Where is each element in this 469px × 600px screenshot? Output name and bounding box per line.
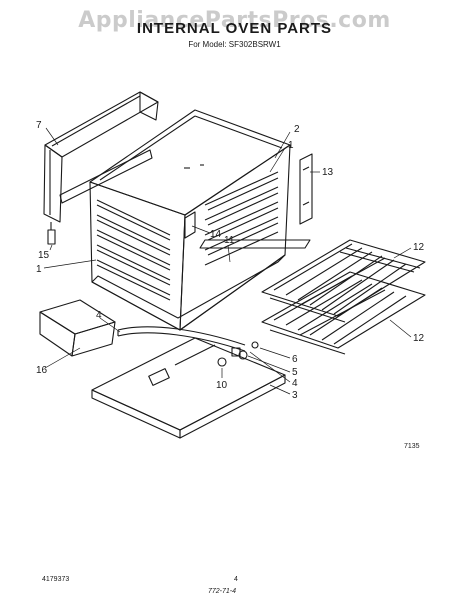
door-panel-part — [43, 91, 159, 223]
front-panel-16-part — [39, 299, 116, 357]
callout-6: 6 — [292, 354, 298, 365]
callout-5: 5 — [292, 367, 298, 378]
callout-1-left: 1 — [36, 264, 42, 275]
callout-4-upper: 4 — [96, 310, 102, 321]
callout-13: 13 — [322, 167, 334, 178]
callout-1-top: 1 — [288, 140, 294, 151]
nut-5-part — [238, 350, 248, 360]
bake-element-part — [117, 326, 246, 352]
clip-15-part — [47, 229, 56, 245]
callout-16: 16 — [36, 365, 48, 376]
bottom-tray-part — [91, 337, 286, 439]
bracket-part — [231, 347, 241, 357]
callout-11: 11 — [224, 235, 235, 246]
watermark: AppliancePartsPros.com — [78, 8, 391, 33]
oven-liner-part — [89, 109, 291, 331]
callout-2: 2 — [294, 124, 300, 135]
callout-12-lower: 12 — [413, 333, 425, 344]
callout-4-lower: 4 — [292, 378, 298, 389]
footer-page-number: 4 — [234, 576, 238, 583]
model-subtitle: For Model: SF302BSRW1 — [188, 40, 281, 49]
callout-12-upper: 12 — [413, 242, 425, 253]
callout-15: 15 — [38, 250, 50, 261]
callout-3: 3 — [292, 390, 298, 401]
screw-6-part — [251, 341, 259, 349]
figure-code: 7135 — [404, 443, 420, 450]
callout-7: 7 — [36, 120, 42, 131]
bracket-13-part — [299, 153, 313, 225]
page-title: INTERNAL OVEN PARTS — [136, 20, 333, 37]
footer-code: 772-71-4 — [208, 588, 237, 595]
callout-14: 14 — [210, 229, 222, 240]
clip-10-part — [217, 357, 227, 367]
footer-part-number: 4179373 — [42, 576, 70, 583]
callout-10: 10 — [216, 380, 228, 391]
oven-rack-lower-part — [261, 271, 426, 355]
